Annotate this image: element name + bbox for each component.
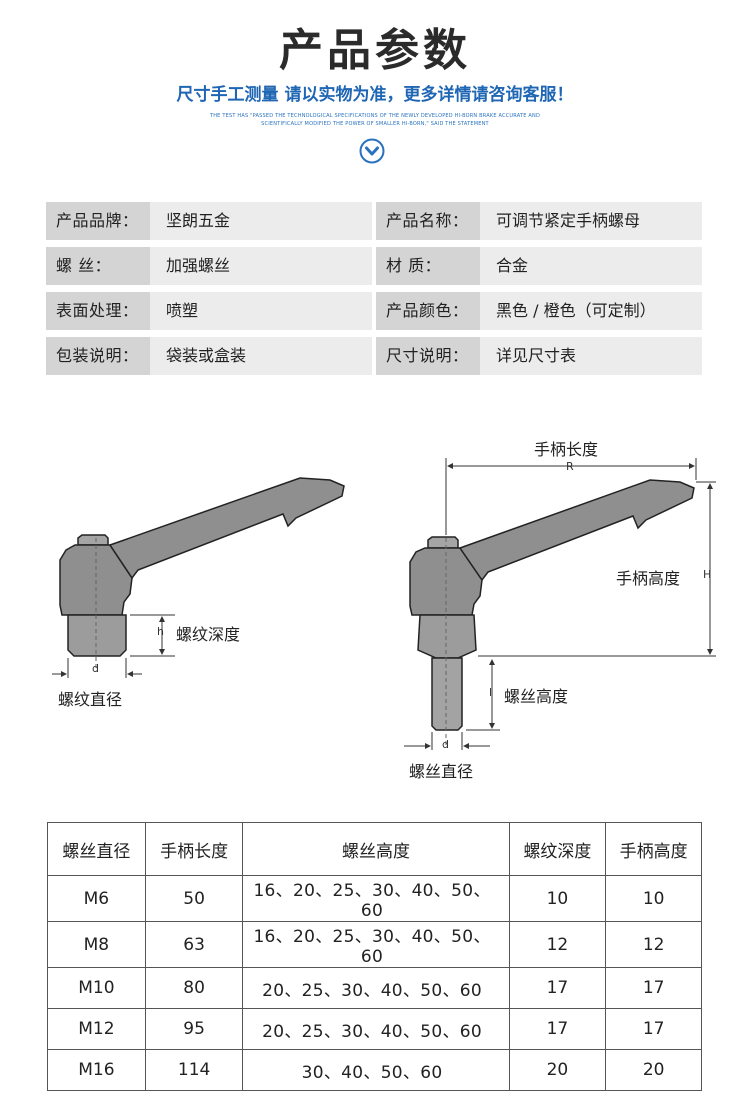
cell-length: 63 [144,921,244,968]
handle-length-label: 手柄长度 [534,440,599,459]
header-thread-depth: 螺纹深度 [508,822,607,876]
cell-length: 50 [144,875,244,922]
cell-screw-heights: 16、20、25、30、40、50、60 [242,875,510,922]
cell-screw-heights: 16、20、25、30、40、50、60 [242,921,510,968]
cell-diameter: M6 [47,875,146,922]
table-row: M16 114 30、40、50、60 20 20 [47,1049,702,1091]
spec-value-product-name: 可调节紧定手柄螺母 [496,211,641,230]
spec-cell-finish: 表面处理： 喷塑 [46,292,372,330]
right-handle-drawing [409,479,695,731]
spec-cell-packaging: 包装说明： 袋装或盒装 [46,337,372,375]
height-letter: H [703,568,712,581]
thread-depth-label: 螺纹深度 [176,625,241,644]
dimension-diagram: h 螺纹深度 d 螺纹直径 手柄长度 R 手柄高度 H l 螺丝高度 d 螺丝直… [0,410,750,790]
spec-label-size-note: 尺寸说明： [376,337,480,375]
subtitle: 尺寸手工测量 请以实物为准，更多详情请咨询客服！ [176,85,574,105]
table-row: M6 50 16、20、25、30、40、50、60 10 10 [47,875,702,922]
cell-length: 95 [144,1008,244,1050]
cell-height: 20 [605,1049,702,1091]
cell-depth: 12 [508,921,607,968]
spec-label-color: 产品颜色： [376,292,480,330]
left-diameter-letter: d [92,662,99,675]
spec-value-color: 黑色 / 橙色（可定制） [496,301,656,320]
screw-length-letter: l [489,686,493,699]
cell-length: 114 [144,1049,244,1091]
spec-label-brand: 产品品牌： [46,202,150,240]
table-header-row: 螺丝直径 手柄长度 螺丝高度 螺纹深度 手柄高度 [47,822,702,876]
cell-height: 10 [605,875,702,922]
cell-height: 12 [605,921,702,968]
cell-height: 17 [605,967,702,1009]
spec-cell-color: 产品颜色： 黑色 / 橙色（可定制） [376,292,702,330]
cell-screw-heights: 20、25、30、40、50、60 [242,967,510,1009]
cell-depth: 17 [508,967,607,1009]
spec-cell-size-note: 尺寸说明： 详见尺寸表 [376,337,702,375]
cell-diameter: M12 [47,1008,146,1050]
cell-diameter: M10 [47,967,146,1009]
cell-depth: 17 [508,1008,607,1050]
cell-screw-heights: 30、40、50、60 [242,1049,510,1091]
spec-value-packaging: 袋装或盒装 [166,346,247,365]
spec-label-product-name: 产品名称： [376,202,480,240]
handle-height-label: 手柄高度 [616,569,681,588]
spec-cell-brand: 产品品牌： 坚朗五金 [46,202,372,240]
page-title: 产品参数 [279,25,471,76]
fine-print-line-2: SCIENTIFICALLY MODIFIED THE POWER OF SMA… [261,121,489,127]
cell-diameter: M16 [47,1049,146,1091]
cell-depth: 10 [508,875,607,922]
left-handle-drawing [59,477,345,657]
depth-letter: h [157,625,164,638]
header-screw-height: 螺丝高度 [242,822,510,876]
header-screw-diameter: 螺丝直径 [47,822,146,876]
spec-row-2: 螺 丝： 加强螺丝 材 质： 合金 [46,247,702,285]
right-diameter-letter: d [442,738,449,751]
screw-height-label: 螺丝高度 [504,687,569,706]
spec-value-screw: 加强螺丝 [166,256,231,275]
spec-value-material: 合金 [496,256,529,275]
spec-row-1: 产品品牌： 坚朗五金 产品名称： 可调节紧定手柄螺母 [46,202,702,240]
spec-label-finish: 表面处理： [46,292,150,330]
spec-label-screw: 螺 丝： [46,247,150,285]
screw-diameter-label: 螺丝直径 [409,762,474,781]
spec-value-brand: 坚朗五金 [166,211,231,230]
fine-print-line-1: THE TEST HAS "PASSED THE TECHNOLOGICAL S… [209,113,541,119]
chevron-down-circle-icon [359,138,385,164]
table-row: M12 95 20、25、30、40、50、60 17 17 [47,1008,702,1050]
spec-label-packaging: 包装说明： [46,337,150,375]
header-handle-length: 手柄长度 [144,822,244,876]
cell-screw-heights: 20、25、30、40、50、60 [242,1008,510,1050]
spec-row-4: 包装说明： 袋装或盒装 尺寸说明： 详见尺寸表 [46,337,702,375]
size-table: 螺丝直径 手柄长度 螺丝高度 螺纹深度 手柄高度 M6 50 16、20、25、… [47,822,702,1091]
spec-value-finish: 喷塑 [166,301,199,320]
spec-cell-screw: 螺 丝： 加强螺丝 [46,247,372,285]
spec-label-material: 材 质： [376,247,480,285]
spec-cell-product-name: 产品名称： 可调节紧定手柄螺母 [376,202,702,240]
table-row: M8 63 16、20、25、30、40、50、60 12 12 [47,921,702,968]
spec-cell-material: 材 质： 合金 [376,247,702,285]
cell-diameter: M8 [47,921,146,968]
cell-length: 80 [144,967,244,1009]
length-letter: R [566,460,574,473]
thread-diameter-label: 螺纹直径 [58,690,123,709]
table-row: M10 80 20、25、30、40、50、60 17 17 [47,967,702,1009]
spec-value-size-note: 详见尺寸表 [496,346,577,365]
cell-depth: 20 [508,1049,607,1091]
header-handle-height: 手柄高度 [605,822,702,876]
spec-row-3: 表面处理： 喷塑 产品颜色： 黑色 / 橙色（可定制） [46,292,702,330]
cell-height: 17 [605,1008,702,1050]
